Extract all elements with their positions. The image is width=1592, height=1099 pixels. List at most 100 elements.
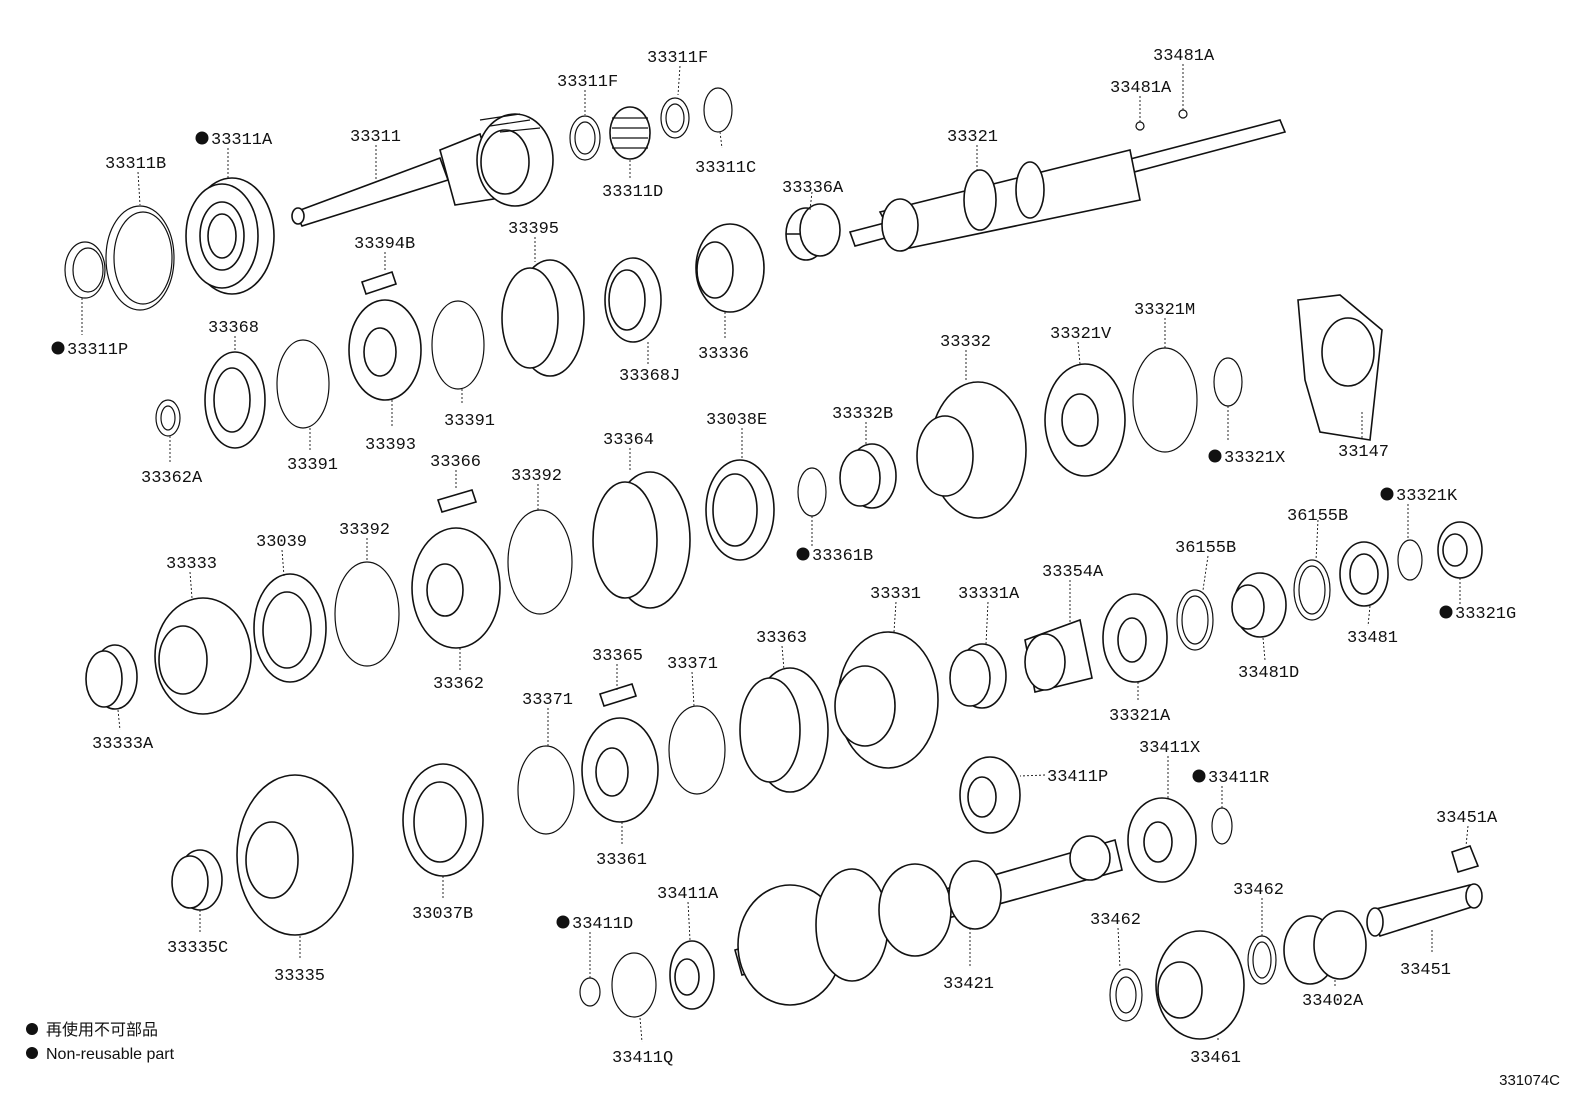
part-label[interactable]: 33366 — [430, 453, 481, 472]
part-label[interactable]: 33394B — [354, 235, 415, 254]
part-label[interactable]: 33354A — [1042, 563, 1104, 582]
gear-33461 — [1155, 930, 1245, 1040]
snap-ring-33311p — [64, 241, 106, 299]
part-label[interactable]: 33331A — [958, 585, 1020, 604]
part-label[interactable]: 33391 — [287, 456, 338, 475]
part-number: 33311 — [350, 128, 401, 147]
part-label[interactable]: 33368J — [619, 367, 680, 386]
part-label[interactable]: 33371 — [667, 655, 718, 674]
part-label[interactable]: 33311F — [647, 49, 708, 68]
bearing-33321v — [1044, 363, 1126, 477]
part-label[interactable]: 33332 — [940, 333, 991, 352]
part-label[interactable]: 33411D — [556, 915, 634, 934]
part-label[interactable]: 33371 — [522, 691, 573, 710]
part-label[interactable]: 36155B — [1287, 507, 1348, 526]
part-label[interactable]: 33336A — [782, 179, 844, 198]
part-label[interactable]: 33321 — [947, 128, 998, 147]
part-label[interactable]: 33037B — [412, 905, 473, 924]
part-label[interactable]: 33335C — [167, 939, 228, 958]
part-label[interactable]: 33365 — [592, 647, 643, 666]
snap-ring-33311c — [703, 87, 733, 133]
snap-ring-33411d — [579, 977, 601, 1007]
part-label[interactable]: 33481A — [1153, 47, 1215, 66]
part-label[interactable]: 33336 — [698, 345, 749, 364]
part-label[interactable]: 33481 — [1347, 629, 1398, 648]
part-label[interactable]: 33311D — [602, 183, 663, 202]
snap-ring-33371-left — [517, 745, 575, 835]
part-label[interactable]: 33392 — [511, 467, 562, 486]
part-label[interactable]: 33321A — [1109, 707, 1171, 726]
part-label[interactable]: 33364 — [603, 431, 654, 450]
part-label[interactable]: 33038E — [706, 411, 767, 430]
ring-33368 — [204, 351, 266, 449]
legend: 再使用不可部品 Non-reusable part — [26, 1021, 175, 1063]
needle-bearing-33336a — [785, 203, 841, 261]
part-label[interactable]: 33333 — [166, 555, 217, 574]
part-label[interactable]: 33462 — [1090, 911, 1141, 930]
hub-33393 — [348, 299, 422, 401]
part-number: 33411X — [1139, 739, 1200, 758]
part-label[interactable]: 33321M — [1134, 301, 1195, 320]
part-number: 33333 — [166, 555, 217, 574]
part-label[interactable]: 33332B — [832, 405, 893, 424]
part-label[interactable]: 33395 — [508, 220, 559, 239]
part-number: 33481 — [1347, 629, 1398, 648]
snap-ring-33371-right — [668, 705, 726, 795]
part-label[interactable]: 33335 — [274, 967, 325, 986]
shifting-key-33365 — [598, 683, 638, 707]
part-label[interactable]: 33392 — [339, 521, 390, 540]
part-label[interactable]: 33333A — [92, 735, 154, 754]
part-label[interactable]: 33311B — [105, 155, 166, 174]
retainer-33147 — [1297, 294, 1383, 441]
part-number: 33321M — [1134, 301, 1195, 320]
washer-33362a — [155, 399, 181, 437]
part-label[interactable]: 33411X — [1139, 739, 1200, 758]
part-number: 33331A — [958, 585, 1020, 604]
part-label[interactable]: 33321X — [1208, 449, 1286, 468]
part-label[interactable]: 33368 — [208, 319, 259, 338]
part-number: 33354A — [1042, 563, 1104, 582]
part-label[interactable]: 36155B — [1175, 539, 1236, 558]
part-label[interactable]: 33331 — [870, 585, 921, 604]
part-label[interactable]: 33321V — [1050, 325, 1112, 344]
part-number: 36155B — [1175, 539, 1236, 558]
part-label[interactable]: 33393 — [365, 436, 416, 455]
part-label[interactable]: 33411R — [1192, 769, 1270, 788]
part-label[interactable]: 33481D — [1238, 664, 1299, 683]
part-number: 33147 — [1338, 443, 1389, 462]
part-label[interactable]: 33363 — [756, 629, 807, 648]
part-label[interactable]: 33421 — [943, 975, 994, 994]
part-number: 33333A — [92, 735, 154, 754]
part-number: 33037B — [412, 905, 473, 924]
legend-bullet-icon — [26, 1023, 38, 1035]
part-label[interactable]: 33311F — [557, 73, 618, 92]
part-label[interactable]: 33481A — [1110, 79, 1172, 98]
needle-bearing-33332b — [839, 443, 897, 509]
part-label[interactable]: 33402A — [1302, 992, 1364, 1011]
part-label[interactable]: 33361 — [596, 851, 647, 870]
part-label[interactable]: 33411P — [1047, 768, 1108, 787]
part-label[interactable]: 33321K — [1380, 487, 1459, 506]
part-label[interactable]: 33391 — [444, 412, 495, 431]
part-number: 33361B — [812, 547, 873, 566]
part-label[interactable]: 33411Q — [612, 1049, 673, 1068]
needle-bearing-33333a — [85, 644, 138, 710]
part-label[interactable]: 33411A — [657, 885, 719, 904]
part-label[interactable]: 33361B — [796, 547, 874, 566]
part-label[interactable]: 33311P — [51, 341, 129, 360]
part-label[interactable]: 33321G — [1439, 605, 1517, 624]
part-label[interactable]: 33462 — [1233, 881, 1284, 900]
part-label[interactable]: 33147 — [1338, 443, 1389, 462]
part-label[interactable]: 33311A — [195, 131, 274, 150]
part-label[interactable]: 33362A — [141, 469, 203, 488]
part-label[interactable]: 33451A — [1436, 809, 1498, 828]
part-label[interactable]: 33311 — [350, 128, 401, 147]
part-label[interactable]: 33461 — [1190, 1049, 1241, 1068]
part-label[interactable]: 33362 — [433, 675, 484, 694]
part-number: 33311F — [647, 49, 708, 68]
part-label[interactable]: 33311C — [695, 159, 756, 178]
part-number: 33368 — [208, 319, 259, 338]
part-number: 33365 — [592, 647, 643, 666]
part-label[interactable]: 33039 — [256, 533, 307, 552]
part-label[interactable]: 33451 — [1400, 961, 1451, 980]
